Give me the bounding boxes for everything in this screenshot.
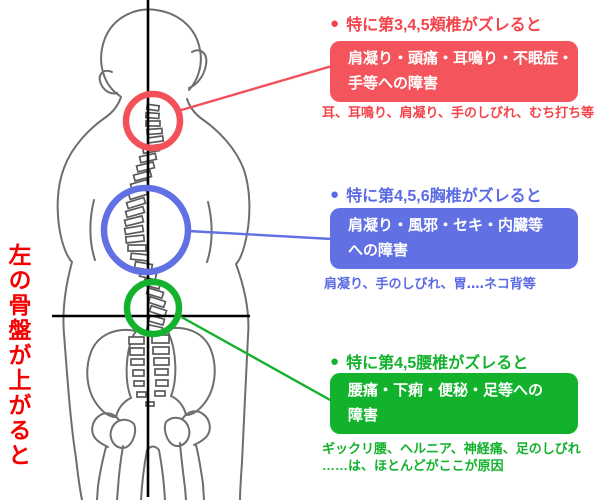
lumbar-note-line1: ギックリ腰、ヘルニア、神経痛、足のしびれ bbox=[322, 441, 581, 456]
cervical-callout-box: 肩凝り・頭痛・耳鳴り・不眠症・ 手等への障害 bbox=[330, 41, 578, 102]
inner-leg-lines bbox=[140, 445, 166, 500]
thoracic-note-line1: 肩凝り、手のしびれ、胃‥‥ネコ背等 bbox=[324, 276, 536, 291]
lumbar-heading-text: 特に第4,5腰椎がズレると bbox=[346, 355, 529, 372]
cervical-highlight-circle bbox=[122, 90, 184, 152]
left-ischium-ring bbox=[109, 418, 137, 449]
left-body-contour bbox=[56, 96, 122, 500]
lumbar-box-line1: 腰痛・下痢・便秘・足等への bbox=[348, 382, 544, 399]
right-body-contour bbox=[186, 98, 251, 500]
thoracic-box-line1: 肩凝り・風邪・セキ・内臓等 bbox=[348, 217, 544, 234]
blue-bullet-icon: ● bbox=[330, 185, 340, 203]
cervical-heading-text: 特に第3,4,5頬椎がズレると bbox=[346, 17, 542, 34]
left-inner-arm-line bbox=[89, 199, 96, 261]
left-ilium-bone bbox=[86, 329, 137, 418]
thoracic-highlight-circle bbox=[100, 184, 192, 276]
lumbar-leader-line bbox=[175, 312, 333, 403]
lumbar-note: ギックリ腰、ヘルニア、神経痛、足のしびれ ……は、ほとんどがここが原因 bbox=[322, 440, 581, 474]
right-ear-icon bbox=[188, 49, 208, 89]
lumbar-box-line2: 障害 bbox=[348, 407, 379, 424]
lumbar-note-line2: ……は、ほとんどがここが原因 bbox=[322, 458, 504, 473]
thoracic-note: 肩凝り、手のしびれ、胃‥‥ネコ背等 bbox=[324, 275, 536, 292]
head-outline bbox=[100, 8, 202, 97]
thoracic-heading-text: 特に第4,5,6胸椎がズレると bbox=[346, 188, 542, 205]
cervical-heading: ● 特に第3,4,5頬椎がズレると bbox=[330, 11, 542, 35]
lumbar-highlight-circle bbox=[123, 278, 183, 338]
cervical-box-line1: 肩凝り・頭痛・耳鳴り・不眠症・ bbox=[348, 50, 574, 67]
lumbar-heading: ● 特に第4,5腰椎がズレると bbox=[330, 349, 528, 373]
pelvis-tilt-note: 左の骨盤が上がると bbox=[5, 243, 31, 468]
left-femur-bone bbox=[91, 412, 124, 500]
cervical-box-line2: 手等への障害 bbox=[348, 75, 439, 92]
left-ear-icon bbox=[98, 69, 118, 95]
thoracic-callout-box: 肩凝り・風邪・セキ・内臓等 への障害 bbox=[330, 208, 578, 269]
right-femur-bone bbox=[179, 410, 211, 500]
lumbar-callout-box: 腰痛・下痢・便秘・足等への 障害 bbox=[330, 373, 578, 434]
thoracic-heading: ● 特に第4,5,6胸椎がズレると bbox=[330, 182, 542, 206]
cervical-note: 耳、耳鳴り、肩凝り、手のしびれ、むち打ち等 bbox=[322, 104, 594, 121]
cervical-leader-line bbox=[177, 64, 333, 113]
thoracic-leader-line bbox=[187, 229, 333, 241]
cervical-note-line1: 耳、耳鳴り、肩凝り、手のしびれ、むち打ち等 bbox=[322, 105, 595, 120]
sacrum-blocks bbox=[128, 334, 170, 407]
thoracic-box-line2: への障害 bbox=[348, 242, 409, 259]
red-bullet-icon: ● bbox=[330, 14, 340, 32]
right-ilium-bone bbox=[165, 327, 216, 416]
green-bullet-icon: ● bbox=[330, 352, 340, 370]
right-ischium-ring bbox=[163, 416, 191, 447]
